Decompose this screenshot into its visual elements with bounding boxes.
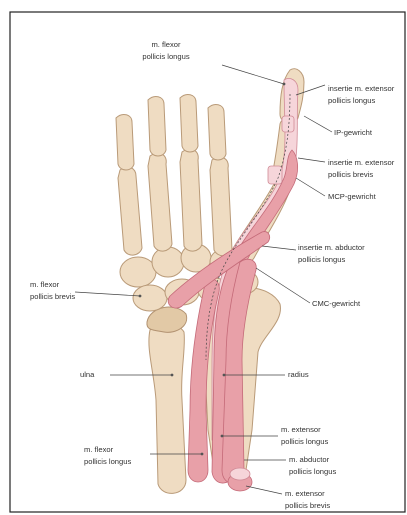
label-line-2: pollicis longus [289,467,336,476]
label-cmc-gewricht: CMC-gewricht [312,299,361,308]
label-insertie-extensor-pollicis-longus: insertie m. extensor pollicis longus [328,84,395,105]
label-line-2: pollicis brevis [30,292,75,301]
label-flexor-pollicis-brevis: m. flexor pollicis brevis [30,280,75,301]
label-abductor-pollicis-longus: m. abductor pollicis longus [289,455,336,476]
label-line-2: pollicis brevis [328,170,373,179]
metacarpal-bones [118,149,232,256]
label-line-1: m. abductor [289,455,330,464]
label-line-1: m. extensor [285,489,325,498]
label-line-1: m. extensor [281,425,321,434]
label-line-1: insertie m. extensor [328,84,395,93]
label-line-1: insertie m. abductor [298,243,365,252]
extensor-pollicis-brevis-distal-end [228,468,252,491]
label-line-2: pollicis longus [328,96,375,105]
label-ip-gewricht: IP-gewricht [334,128,373,137]
label-line-2: pollicis brevis [285,501,330,510]
label-extensor-pollicis-brevis: m. extensor pollicis brevis [285,489,330,510]
label-ulna: ulna [80,370,95,379]
label-line-1: insertie m. extensor [328,158,395,167]
label-line-2: pollicis longus [142,52,189,61]
label-radius: radius [288,370,309,379]
label-mcp-gewricht: MCP-gewricht [328,192,377,201]
label-extensor-pollicis-longus: m. extensor pollicis longus [281,425,328,446]
label-insertie-extensor-pollicis-brevis: insertie m. extensor pollicis brevis [328,158,395,179]
label-line-1: m. flexor [84,445,114,454]
label-line-2: pollicis longus [84,457,131,466]
label-insertie-abductor-pollicis-longus: insertie m. abductor pollicis longus [298,243,365,264]
label-flexor-pollicis-longus-bottom: m. flexor pollicis longus [84,445,131,466]
label-line-2: pollicis longus [298,255,345,264]
label-line-1: m. flexor [151,40,181,49]
label-flexor-pollicis-longus-top: m. flexor pollicis longus [142,40,189,61]
label-line-1: m. flexor [30,280,60,289]
label-line-2: pollicis longus [281,437,328,446]
proximal-phalanges [116,95,226,170]
ulna-bone [147,307,187,493]
